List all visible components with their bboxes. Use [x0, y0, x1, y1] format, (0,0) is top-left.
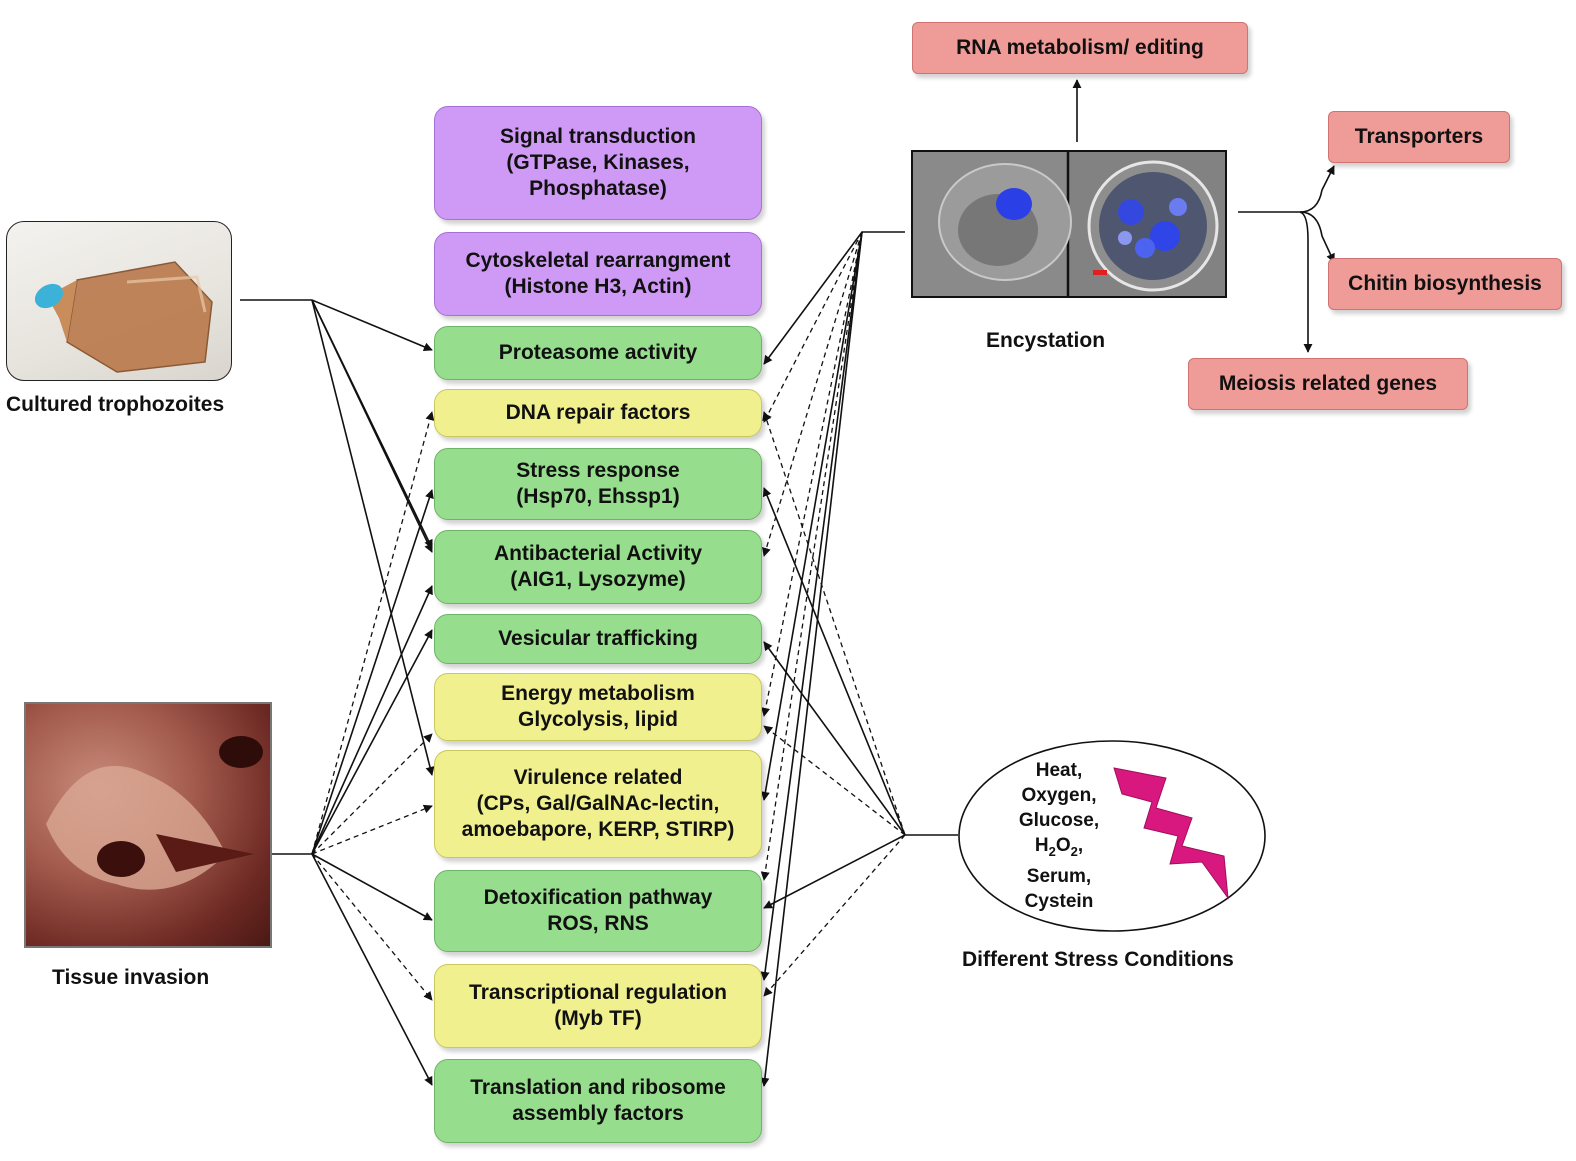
h2o2-h: H [1034, 835, 1049, 856]
cell-micrograph [911, 150, 1227, 298]
box-line: RNA metabolism/ editing [956, 36, 1204, 59]
box-line: (Hsp70, Ehssp1) [516, 485, 680, 508]
box-line: DNA repair factors [505, 401, 691, 424]
dash-encyst-antibacterial [762, 231, 863, 557]
h2o2-sub-a: 2 [1048, 843, 1056, 859]
box-signal-transduction: Signal transduction (GTPase, Kinases, Ph… [434, 106, 762, 220]
box-line: Antibacterial Activity [493, 542, 703, 565]
arrow-encyst-transcription [760, 231, 863, 981]
box-line: (GTPase, Kinases, [506, 151, 690, 174]
arrow-cultured-stress [311, 299, 433, 553]
box-chitin: Chitin biosynthesis [1328, 258, 1562, 310]
arrow-stressc-detox [763, 834, 906, 909]
arrow-cultured-virulence [311, 299, 435, 776]
box-line: Signal transduction [499, 125, 696, 148]
box-proteasome: Proteasome activity [434, 326, 762, 380]
box-line: Vesicular trafficking [498, 627, 698, 650]
flask-photo [6, 221, 232, 381]
arrow-tissue-translation [311, 853, 433, 1086]
dash-stressc-dna [762, 411, 906, 836]
box-line: (Histone H3, Actin) [504, 275, 692, 298]
dash-tissue-virulence [311, 804, 433, 855]
arrow-tissue-detox [311, 853, 433, 921]
h2o2-sub-b: 2 [1070, 843, 1078, 859]
arrow-encyst-virulence [760, 231, 863, 801]
arrow-stressc-stress [762, 487, 958, 836]
tissue-photo [24, 702, 272, 948]
arrow-encyst-transporters [1299, 165, 1335, 213]
box-line: Meiosis related genes [1218, 372, 1438, 395]
box-line: Transcriptional regulation [469, 981, 727, 1004]
caption-different-stress-conditions: Different Stress Conditions [962, 948, 1234, 971]
box-line: Chitin biosynthesis [1348, 272, 1542, 295]
box-line: Phosphatase) [529, 177, 667, 200]
box-stress-response: Stress response (Hsp70, Ehssp1) [434, 448, 762, 520]
box-line: (AIG1, Lysozyme) [510, 568, 686, 591]
box-line: amoebapore, KERP, STIRP) [461, 818, 735, 841]
tissue-icon [46, 736, 263, 890]
box-transcription: Transcriptional regulation (Myb TF) [434, 964, 762, 1048]
arrow-stressc-vesicular [763, 641, 906, 836]
dash-tissue-energy [311, 733, 433, 855]
flask-icon [34, 261, 213, 373]
box-line: Energy metabolism [501, 682, 695, 705]
arrow-cultured-proteasome [240, 299, 433, 352]
box-cytoskeletal: Cytoskeletal rearrangment (Histone H3, A… [434, 232, 762, 316]
stress-list: Heat, Oxygen, Glucose, H2O2, Serum, Cyst… [1008, 758, 1110, 914]
box-line: Stress response [516, 459, 680, 482]
dash-stressc-energy [763, 725, 906, 836]
box-translation: Translation and ribosome assembly factor… [434, 1059, 762, 1143]
stress-oxygen: Oxygen, [1021, 785, 1097, 806]
box-line: ROS, RNS [547, 912, 649, 935]
arrow-tissue-vesicular [311, 629, 433, 855]
arrow-encyst-chitin [1299, 211, 1335, 263]
box-line: Transporters [1354, 125, 1484, 148]
box-line: Glycolysis, lipid [518, 708, 678, 731]
dash-encyst-detox [760, 231, 863, 881]
box-energy: Energy metabolism Glycolysis, lipid [434, 673, 762, 741]
stress-heat: Heat, [1035, 760, 1083, 781]
h2o2-comma: , [1077, 835, 1084, 856]
box-line: Proteasome activity [498, 341, 698, 364]
box-dna-repair: DNA repair factors [434, 389, 762, 437]
stress-h2o2: H2O2, [1008, 833, 1110, 864]
dash-stressc-transcription [763, 834, 906, 997]
stress-glucose: Glucose, [1018, 810, 1100, 831]
box-meiosis: Meiosis related genes [1188, 358, 1468, 410]
cell-icon [913, 152, 1225, 296]
stress-ellipse [958, 740, 1266, 932]
box-line: Translation and ribosome [470, 1076, 726, 1099]
box-transporters: Transporters [1328, 111, 1510, 163]
dash-tissue-transcription [311, 853, 433, 1001]
box-line: (CPs, Gal/GalNAc-lectin, [476, 792, 720, 815]
box-line: Cytoskeletal rearrangment [465, 249, 731, 272]
box-line: assembly factors [512, 1102, 684, 1125]
box-antibacterial: Antibacterial Activity (AIG1, Lysozyme) [434, 530, 762, 604]
caption-cultured-trophozoites: Cultured trophozoites [6, 393, 225, 416]
box-line: (Myb TF) [554, 1007, 642, 1030]
arrow-encyst-meiosis [1299, 211, 1313, 353]
caption-encystation: Encystation [986, 329, 1106, 352]
box-line: Virulence related [513, 766, 683, 789]
lightning-icon [1113, 767, 1229, 900]
box-line: Detoxification pathway [483, 886, 713, 909]
box-rna-metabolism: RNA metabolism/ editing [912, 22, 1248, 74]
stress-serum: Serum, [1026, 865, 1092, 887]
box-detox: Detoxification pathway ROS, RNS [434, 870, 762, 952]
h2o2-o: O [1055, 835, 1071, 856]
arrow-encyst-proteasome [763, 231, 905, 365]
arrow-tissue-antibacterial [311, 585, 433, 855]
box-virulence: Virulence related (CPs, Gal/GalNAc-lecti… [434, 750, 762, 858]
dash-encyst-dna [763, 231, 863, 423]
arrow-encyst-translation [760, 231, 863, 1087]
arrow-tissue-stress [272, 489, 434, 855]
stress-cystein: Cystein [1024, 890, 1094, 912]
box-vesicular: Vesicular trafficking [434, 614, 762, 664]
caption-tissue-invasion: Tissue invasion [52, 966, 210, 989]
dash-encyst-energy [761, 231, 863, 717]
dash-tissue-dna [311, 411, 435, 855]
